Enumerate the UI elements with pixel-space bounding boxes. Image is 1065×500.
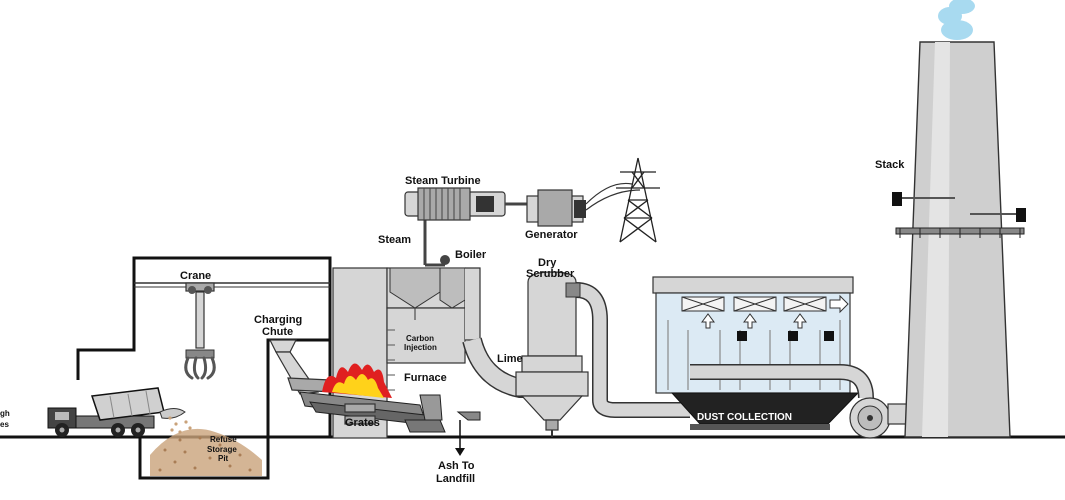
stack [892, 41, 1026, 438]
label-dust-collection: DUST COLLECTION [697, 412, 792, 423]
flue-duct-scrubber [565, 282, 690, 418]
label-carbon-injection-line1: Carbon [406, 334, 434, 343]
flame-icon [322, 363, 392, 398]
label-truck-text-line1: gh [0, 409, 10, 418]
label-furnace: Furnace [404, 372, 447, 384]
dump-truck-icon [47, 387, 186, 437]
label-charging-chute-line1: Charging [254, 314, 302, 326]
smoke-plume [938, 0, 975, 40]
flue-duct-to-fan [690, 364, 874, 399]
label-stack: Stack [875, 159, 905, 171]
label-steam-turbine: Steam Turbine [405, 175, 481, 187]
dry-scrubber [515, 271, 589, 437]
transmission-tower-icon [616, 157, 660, 243]
label-steam: Steam [378, 234, 411, 246]
refuse-pile [150, 428, 262, 476]
label-carbon-injection-line2: Injection [404, 343, 437, 352]
crane [184, 282, 216, 380]
label-crane: Crane [180, 270, 211, 282]
label-dry-scrubber-line1: Dry [538, 257, 557, 269]
label-generator: Generator [525, 229, 578, 241]
label-boiler: Boiler [455, 249, 487, 261]
label-refuse-storage-pit-line1: Refuse [210, 435, 237, 444]
label-ash-to-landfill-line2: Landfill [436, 473, 475, 485]
label-ash-to-landfill-line1: Ash To [438, 460, 475, 472]
charging-chute [269, 339, 335, 395]
label-truck-text-line2: es [0, 420, 9, 429]
label-dry-scrubber-line2: Scrubber [526, 268, 575, 280]
ash-discharge [455, 411, 481, 456]
furnace-grates [299, 391, 446, 433]
label-grates: Grates [345, 417, 380, 429]
fan-icon [849, 397, 911, 439]
refuse-building [76, 256, 332, 480]
label-lime: Lime [497, 353, 523, 365]
label-refuse-storage-pit-line2: Storage [207, 445, 237, 454]
steam-turbine [404, 187, 527, 221]
generator [526, 182, 641, 227]
label-refuse-storage-pit-line3: Pit [218, 454, 229, 463]
label-charging-chute-line2: Chute [262, 326, 293, 338]
falling-refuse [168, 416, 192, 434]
